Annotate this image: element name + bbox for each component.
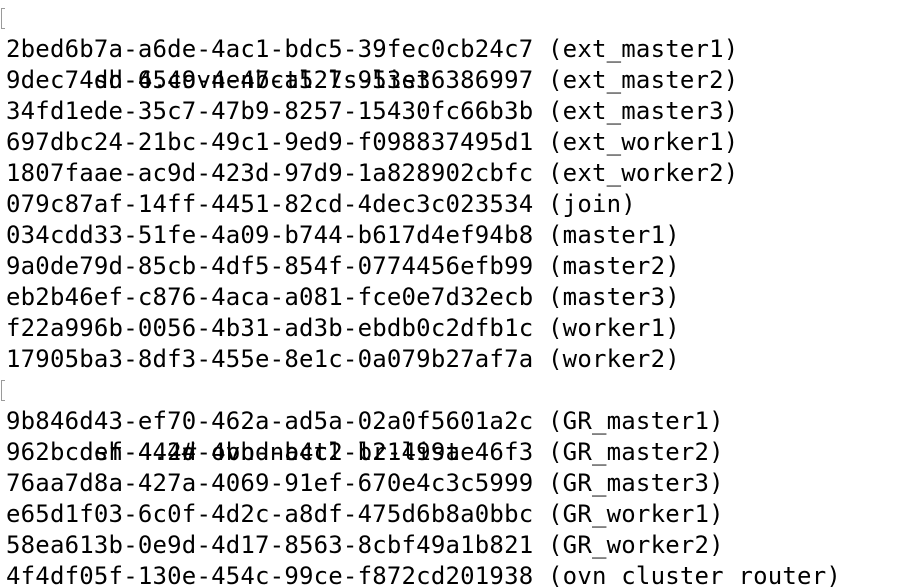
terminal-output-line: 34fd1ede-35c7-47b9-8257-15430fc66b3b (ex… xyxy=(6,97,739,125)
terminal-output-line: 9a0de79d-85cb-4df5-854f-0774456efb99 (ma… xyxy=(6,252,680,280)
terminal-output-line: 76aa7d8a-427a-4069-91ef-670e4c3c5999 (GR… xyxy=(6,469,724,497)
terminal-output-line: 1807faae-ac9d-423d-97d9-1a828902cbfc (ex… xyxy=(6,159,739,187)
terminal-output-line: f22a996b-0056-4b31-ad3b-ebdb0c2dfb1c (wo… xyxy=(6,314,680,342)
prompt-marker-icon xyxy=(1,8,5,29)
command-text: sh-4.4# ovn-nbctl lr-list xyxy=(93,438,461,466)
terminal-output-line: 034cdd33-51fe-4a09-b744-b617d4ef94b8 (ma… xyxy=(6,221,680,249)
terminal-output-line: 58ea613b-0e9d-4d17-8563-8cbf49a1b821 (GR… xyxy=(6,531,724,559)
terminal-output-line: 2bed6b7a-a6de-4ac1-bdc5-39fec0cb24c7 (ex… xyxy=(6,35,739,63)
terminal-output-line: 9b846d43-ef70-462a-ad5a-02a0f5601a2c (GR… xyxy=(6,407,724,435)
terminal-output-line: 9dec74dd-65c9-4e47-a527-953e36386997 (ex… xyxy=(6,66,739,94)
terminal-output-line: 17905ba3-8df3-455e-8e1c-0a079b27af7a (wo… xyxy=(6,345,680,373)
terminal-prompt-line: sh-4.4ovn-nbctl ls-list xyxy=(1,3,841,94)
terminal-output-line: e65d1f03-6c0f-4d2c-a8df-475d6b8a0bbc (GR… xyxy=(6,500,724,528)
terminal-output: sh-4.4ovn-nbctl ls-list 2bed6b7a-a6de-4a… xyxy=(1,3,842,588)
terminal-prompt-line: sh-4.4# ovn-nbctl lr-list xyxy=(1,375,841,466)
prompt-marker-icon xyxy=(1,380,5,401)
command-text: sh-4.4ovn-nbctl ls-list xyxy=(93,66,431,94)
terminal-output-line: 697dbc24-21bc-49c1-9ed9-f098837495d1 (ex… xyxy=(6,128,739,156)
terminal-output-line: eb2b46ef-c876-4aca-a081-fce0e7d32ecb (ma… xyxy=(6,283,680,311)
terminal-output-line: 962bcdef-442d-4bbd-a4c2-b21499ae46f3 (GR… xyxy=(6,438,724,466)
terminal-output-line: 4f4df05f-130e-454c-99ce-f872cd201938 (ov… xyxy=(6,562,842,588)
terminal-output-line: 079c87af-14ff-4451-82cd-4dec3c023534 (jo… xyxy=(6,190,636,218)
